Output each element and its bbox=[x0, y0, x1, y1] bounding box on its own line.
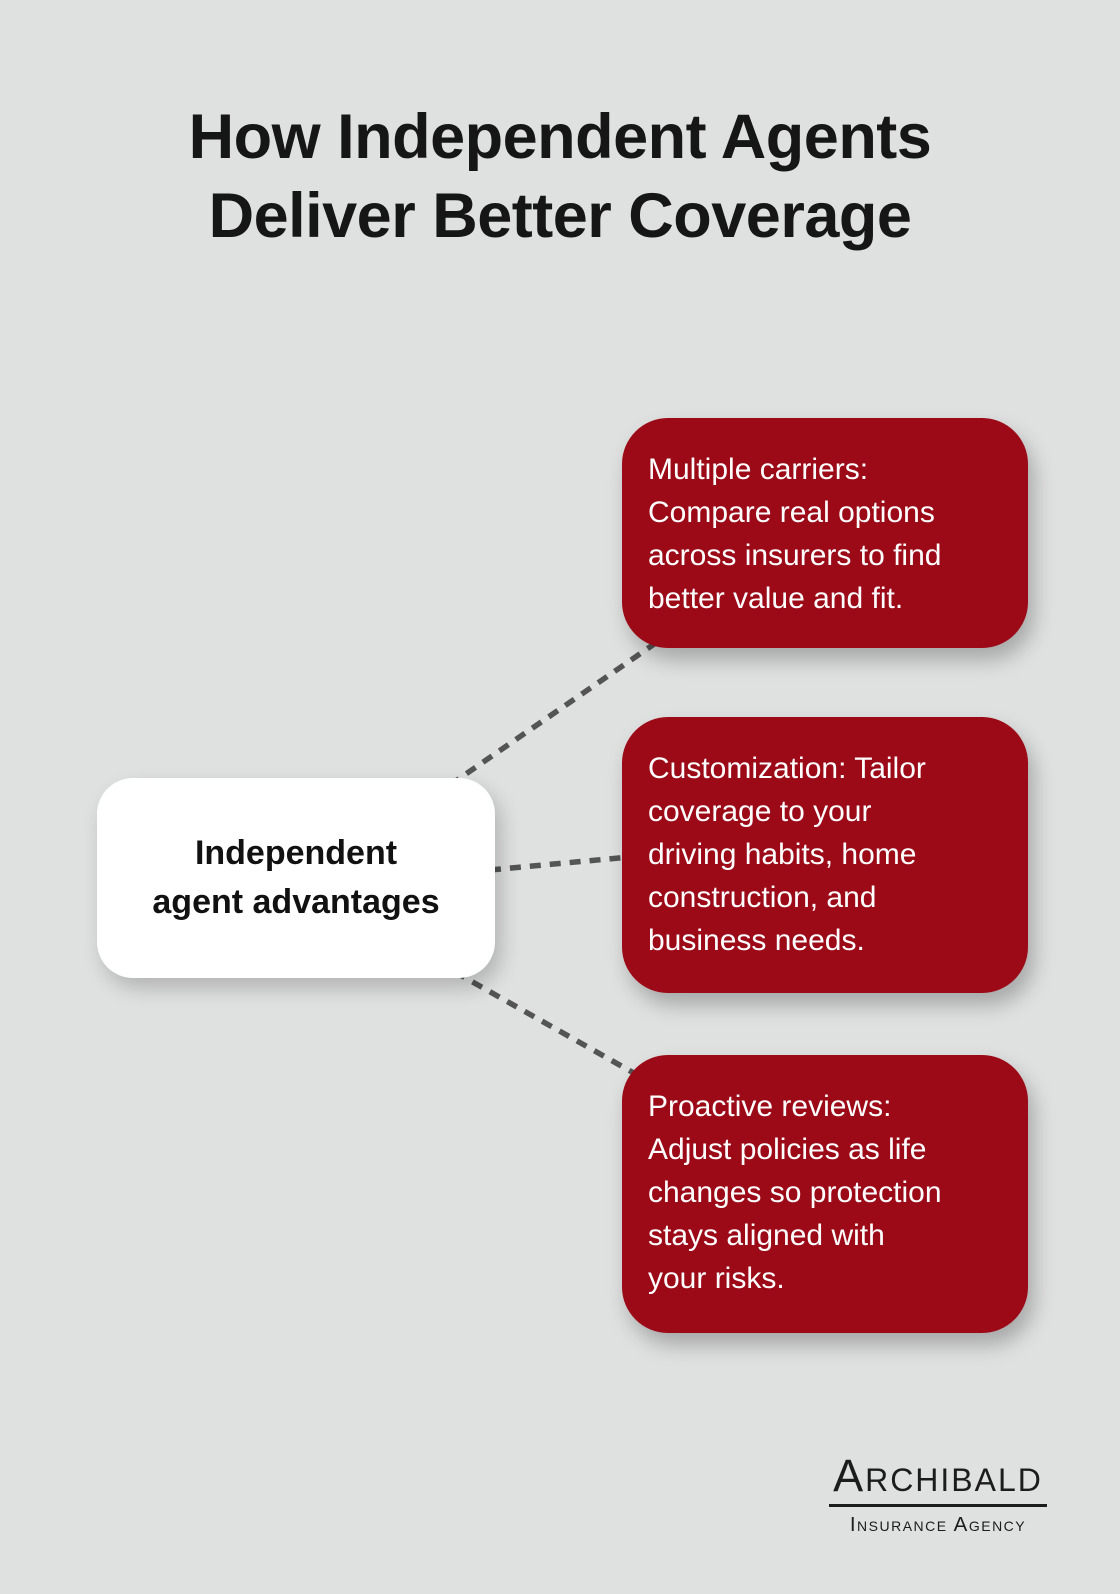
branch-card-proactive-reviews: Proactive reviews: Adjust policies as li… bbox=[622, 1055, 1028, 1333]
root-node-label: Independent agent advantages bbox=[152, 834, 440, 921]
brand-name: Archibald bbox=[829, 1452, 1047, 1508]
connector-to-proactive-reviews bbox=[453, 969, 657, 1088]
page-title: How Independent Agents Deliver Better Co… bbox=[188, 102, 932, 251]
branch-text-customization: Customization: Tailor coverage to your d… bbox=[648, 752, 926, 957]
branch-card-customization: Customization: Tailor coverage to your d… bbox=[622, 717, 1028, 993]
branch-text-proactive-reviews: Proactive reviews: Adjust policies as li… bbox=[648, 1090, 942, 1295]
brand-tagline: Insurance Agency bbox=[849, 1513, 1027, 1537]
connector-to-customization bbox=[489, 853, 641, 873]
connector-to-multiple-carriers bbox=[448, 637, 662, 788]
branch-card-multiple-carriers: Multiple carriers: Compare real options … bbox=[622, 418, 1028, 648]
brand-logo: Archibald Insurance Agency bbox=[810, 1452, 1066, 1537]
branch-text-multiple-carriers: Multiple carriers: Compare real options … bbox=[648, 453, 942, 615]
root-node-independent-agent-advantages: Independent agent advantages bbox=[97, 778, 495, 978]
